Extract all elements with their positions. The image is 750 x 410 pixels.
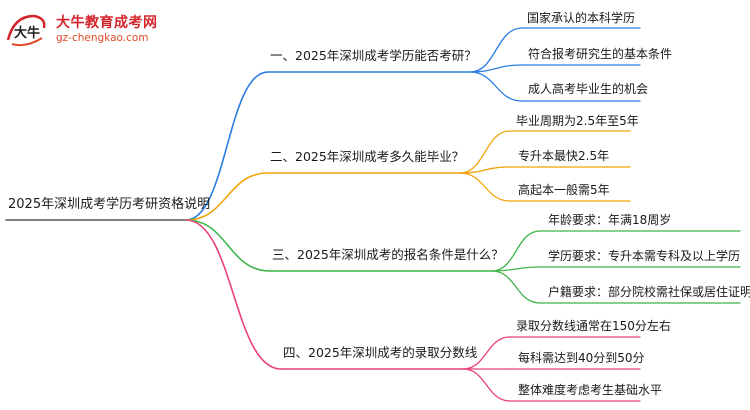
leaf-3-3: 户籍要求：部分院校需社保或居住证明 [548, 285, 750, 299]
leaf-4-2: 每科需达到40分到50分 [518, 351, 645, 365]
leaf-2-3-curve [459, 172, 511, 202]
leaf-2-3: 高起本一般需5年 [518, 183, 610, 197]
leaf-3-2: 学历要求：专升本需专科及以上学历 [548, 249, 741, 263]
leaf-1-1: 国家承认的本科学历 [527, 11, 636, 25]
root-topic: 2025年深圳成考学历考研资格说明 [8, 197, 211, 212]
logo-mark-text: 大牛 [14, 25, 40, 41]
logo-url: gz-chengkao.com [56, 32, 149, 44]
leaf-2-2: 专升本最快2.5年 [518, 149, 610, 163]
branch-2-label: 二、2025年深圳成考多久能毕业？ [270, 149, 465, 164]
branch-3-label: 三、2025年深圳成考的报名条件是什么？ [272, 247, 504, 262]
leaf-2-1-curve [459, 130, 511, 174]
site-logo[interactable]: 大牛 大牛教育成考网 gz-chengkao.com [4, 8, 174, 52]
leaf-1-1-curve [469, 27, 523, 73]
leaf-4-3: 整体难度考虑考生基础水平 [518, 383, 663, 397]
leaf-1-2-curve [469, 64, 523, 73]
leaf-4-3-curve [462, 368, 511, 402]
leaf-2-1: 毕业周期为2.5年至5年 [516, 114, 639, 128]
branch-1-label: 一、2025年深圳成考学历能否考研？ [270, 48, 477, 63]
leaf-2-2-curve [459, 166, 511, 174]
leaf-3-3-curve [491, 270, 541, 304]
leaf-1-2: 符合报考研究生的基本条件 [528, 47, 673, 61]
branch-4-curve [185, 219, 282, 370]
branch-3-curve [185, 219, 271, 272]
leaf-1-3: 成人高考毕业生的机会 [528, 82, 649, 96]
leaf-3-1-curve [491, 230, 541, 272]
logo-name: 大牛教育成考网 [56, 15, 158, 31]
branch-4-label: 四、2025年深圳成考的录取分数线 [283, 345, 478, 360]
logo-mark-icon: 大牛 [6, 14, 46, 47]
branch-2-curve [185, 172, 269, 221]
leaf-3-2-curve [491, 266, 541, 272]
leaf-4-1-curve [462, 336, 511, 370]
branch-1-curve [185, 71, 269, 221]
leaf-4-1: 录取分数线通常在150分左右 [516, 319, 671, 333]
leaf-3-1: 年龄要求：年满18周岁 [548, 213, 672, 227]
leaf-1-3-curve [469, 71, 523, 102]
